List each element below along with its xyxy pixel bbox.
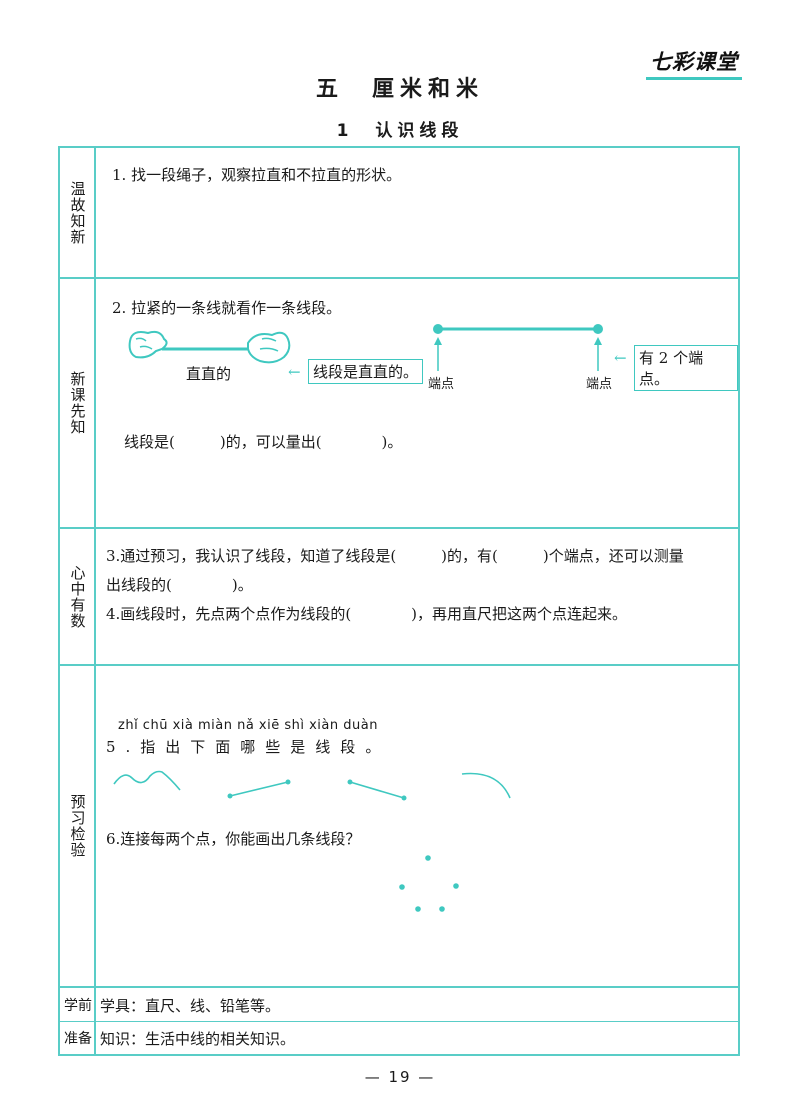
endpoint-label-left: 端点: [428, 377, 455, 392]
question-3-line-2: 出线段的( )。: [106, 576, 253, 594]
section-in-mind: 心中有数 3.通过预习，我认识了线段，知道了线段是( )的，有( )个端点，还可…: [60, 529, 738, 666]
endpoint-count-note: 有 2 个端点。: [634, 345, 738, 391]
brand-logo: 七彩课堂: [646, 46, 742, 80]
question-5: 5.指出下面哪些是线段。: [106, 738, 391, 756]
arrow-left-icon: ←: [614, 349, 627, 367]
section-label: 新课先知: [60, 279, 96, 527]
question-3-line-1: 3.通过预习，我认识了线段，知道了线段是( )的，有( )个端点，还可以测量: [106, 547, 684, 565]
straight-caption: 直直的: [186, 365, 232, 383]
section-review: 温故知新 1. 找一段绳子，观察拉直和不拉直的形状。: [60, 148, 738, 279]
question-2: 2. 拉紧的一条线就看作一条线段。: [112, 299, 342, 317]
divider: [60, 1021, 738, 1022]
section-new-lesson: 新课先知 2. 拉紧的一条线就看作一条线段。 直直的 ← 线段是直直的。: [60, 279, 738, 529]
chapter-title: 五 厘米和米: [315, 77, 484, 102]
shapes-to-identify: [113, 770, 511, 801]
fill-in-definition: 线段是( )的，可以量出( )。: [124, 433, 403, 451]
question-5-pinyin: zhǐ chū xià miàn nǎ xiē shì xiàn duàn: [118, 718, 378, 733]
question-1: 1. 找一段绳子，观察拉直和不拉直的形状。: [112, 166, 402, 184]
section-preparation: 学前 准备 学具：直尺、线、铅笔等。 知识：生活中线的相关知识。: [60, 988, 738, 1054]
prep-knowledge: 知识：生活中线的相关知识。: [100, 1030, 296, 1048]
page-number: — 19 —: [364, 1068, 436, 1086]
section-label: 温故知新: [60, 148, 96, 277]
section-label: 心中有数: [60, 529, 96, 664]
five-points-diagram: [399, 855, 459, 912]
arrow-left-icon: ←: [288, 363, 301, 381]
endpoint-label-right: 端点: [586, 377, 613, 392]
worksheet-table: 温故知新 1. 找一段绳子，观察拉直和不拉直的形状。 新课先知 2. 拉紧的一条…: [58, 146, 740, 1056]
prep-tools: 学具：直尺、线、铅笔等。: [100, 997, 281, 1015]
question-4: 4.画线段时，先点两个点作为线段的( )，再用直尺把这两个点连起来。: [106, 605, 628, 623]
section-preview-check: 预习检验 zhǐ chū xià miàn nǎ xiē shì xiàn du…: [60, 666, 738, 988]
segment-note: 线段是直直的。: [308, 359, 424, 384]
line-segment-diagram: [433, 324, 603, 371]
lesson-title: 1 认识线段: [336, 121, 464, 141]
section-label: 预习检验: [60, 666, 96, 986]
question-6: 6.连接每两个点，你能画出几条线段？: [106, 830, 361, 848]
hands-pulling-string-illustration: [128, 330, 291, 364]
